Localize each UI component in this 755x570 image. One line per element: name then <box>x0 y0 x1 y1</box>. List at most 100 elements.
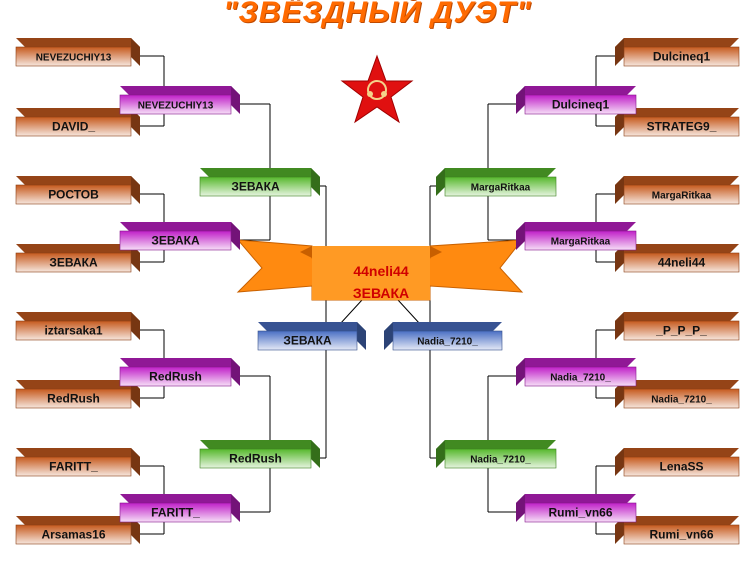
box-bevel-top <box>16 176 140 185</box>
player-name: РОСТОВ <box>48 188 99 202</box>
box-bevel-top <box>16 244 140 253</box>
box-bevel-side <box>131 380 140 408</box>
round1-right-6: Nadia_7210_ <box>615 380 740 409</box>
box-bevel-side <box>131 108 140 136</box>
box-bevel-side <box>231 494 240 522</box>
round2-right-4: Rumi_vn66 <box>516 494 637 523</box>
box-bevel-top <box>615 516 739 525</box>
box-bevel-top <box>615 176 739 185</box>
box-bevel-top <box>258 322 366 331</box>
box-face <box>15 184 132 205</box>
box-bevel-top <box>120 222 240 231</box>
box-bevel-side <box>436 440 445 468</box>
player-name: FARITT_ <box>151 506 200 520</box>
box-bevel-top <box>615 38 739 47</box>
round3-right-1: MargaRitkaa <box>436 168 557 197</box>
player-name: Nadia_7210_ <box>417 337 478 348</box>
player-name: iztarsaka1 <box>44 324 102 338</box>
box-face <box>15 46 132 67</box>
connector-line <box>397 299 421 325</box>
box-bevel-top <box>615 108 739 117</box>
player-name: Nadia_7210_ <box>651 395 712 406</box>
box-face <box>119 366 232 387</box>
box-face <box>623 252 740 273</box>
player-name: ЗЕВАКА <box>49 256 98 270</box>
round3-left-1: ЗЕВАКА <box>199 168 320 197</box>
box-bevel-side <box>516 222 525 250</box>
box-bevel-side <box>436 168 445 196</box>
player-name: ЗЕВАКА <box>151 234 200 248</box>
round1-left-4: ЗЕВАКА <box>15 244 140 273</box>
box-bevel-top <box>436 440 556 449</box>
round2-right-3: Nadia_7210_ <box>516 358 637 387</box>
round1-left-2: DAVID_ <box>15 108 140 137</box>
box-bevel-side <box>615 108 624 136</box>
round1-right-8: Rumi_vn66 <box>615 516 740 545</box>
player-name: DAVID_ <box>52 120 95 134</box>
player-name: FARITT_ <box>49 460 98 474</box>
player-name: Nadia_7210_ <box>550 373 611 384</box>
round1-left-7: FARITT_ <box>15 448 140 477</box>
round1-left-8: Arsamas16 <box>15 516 140 545</box>
round2-left-2: ЗЕВАКА <box>119 222 240 251</box>
box-bevel-top <box>16 108 140 117</box>
box-bevel-side <box>357 322 366 350</box>
player-name: RedRush <box>47 392 100 406</box>
round2-left-1: NEVEZUCHIY13 <box>119 86 240 115</box>
box-face <box>15 456 132 477</box>
box-face <box>119 230 232 251</box>
box-face <box>444 448 557 469</box>
player-name: RedRush <box>229 452 282 466</box>
round1-right-7: LenaSS <box>615 448 740 477</box>
box-bevel-side <box>311 440 320 468</box>
box-bevel-top <box>16 312 140 321</box>
star-ornament-dot <box>367 91 373 97</box>
box-bevel-top <box>516 222 636 231</box>
ribbon-center <box>312 246 430 300</box>
box-bevel-side <box>615 448 624 476</box>
box-bevel-side <box>615 312 624 340</box>
box-bevel-side <box>131 176 140 204</box>
round3-right-2: Nadia_7210_ <box>436 440 557 469</box>
box-bevel-top <box>516 358 636 367</box>
semifinal-left: ЗЕВАКА <box>257 322 366 351</box>
player-name: Rumi_vn66 <box>649 528 713 542</box>
box-face <box>15 524 132 545</box>
champion-ribbon: 44neli44 ЗЕВАКА <box>236 239 524 301</box>
box-face <box>623 388 740 409</box>
box-face <box>199 448 312 469</box>
box-bevel-top <box>384 322 502 331</box>
semifinal-right: Nadia_7210_ <box>384 322 503 351</box>
champion-1: 44neli44 <box>353 263 408 279</box>
box-bevel-side <box>311 168 320 196</box>
round1-right-1: Dulcineq1 <box>615 38 740 67</box>
box-bevel-side <box>231 86 240 114</box>
box-face <box>15 252 132 273</box>
box-face <box>623 184 740 205</box>
box-bevel-side <box>615 244 624 272</box>
box-face <box>392 330 503 351</box>
player-name: 44neli44 <box>658 256 706 270</box>
box-face <box>15 388 132 409</box>
box-face <box>199 176 312 197</box>
player-name: _P_P_P_ <box>655 324 707 338</box>
box-bevel-top <box>16 38 140 47</box>
player-name: MargaRitkaa <box>551 237 611 248</box>
round1-right-3: MargaRitkaa <box>615 176 740 205</box>
box-face <box>444 176 557 197</box>
box-bevel-top <box>615 312 739 321</box>
box-bevel-top <box>16 516 140 525</box>
box-bevel-side <box>516 494 525 522</box>
box-bevel-side <box>516 86 525 114</box>
box-bevel-top <box>200 168 320 177</box>
box-bevel-top <box>200 440 320 449</box>
box-face <box>119 94 232 115</box>
star-ornament <box>367 80 387 100</box>
round2-left-3: RedRush <box>119 358 240 387</box>
box-bevel-top <box>436 168 556 177</box>
ribbon-fold-right <box>430 246 442 258</box>
player-name: Rumi_vn66 <box>548 506 612 520</box>
box-bevel-side <box>131 244 140 272</box>
